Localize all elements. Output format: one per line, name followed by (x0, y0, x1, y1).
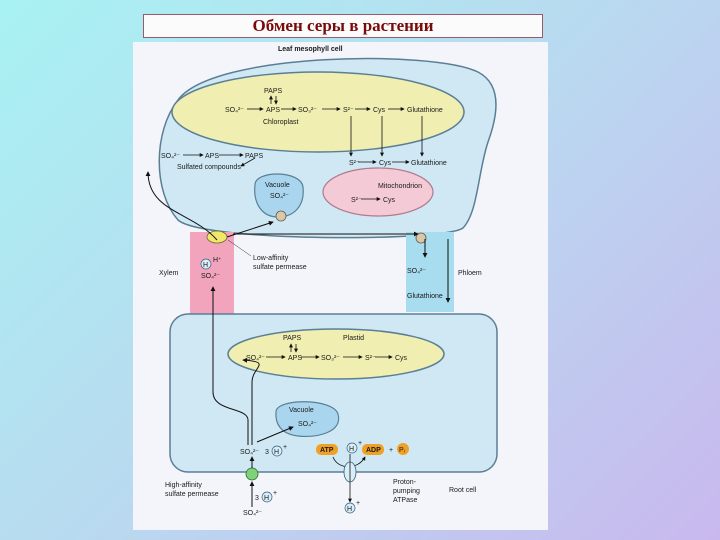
proton-pump-line2: pumping (393, 488, 420, 495)
outside-h-letter: H (347, 506, 352, 513)
adp-label: ADP (366, 447, 381, 454)
phloem-label: Phloem (458, 270, 482, 277)
xylem-label: Xylem (159, 270, 179, 277)
chloroplast-aps: APS (266, 107, 280, 114)
vacuole-transporter (275, 210, 287, 222)
atp-badge (316, 444, 338, 455)
root-vacuole-label: Vacuole (289, 407, 314, 414)
phloem-so4: SO₄²⁻ (407, 268, 426, 275)
cytosol-aps: APS (205, 153, 219, 160)
leaf-cell-label: Leaf mesophyll cell (278, 46, 343, 53)
chloroplast-so3: SO₃²⁻ (298, 107, 317, 114)
sulfur-metabolism-diagram: Leaf mesophyll cell PAPS SO₄²⁻ APS SO₃²⁻… (145, 46, 498, 517)
chloroplast-arrows (247, 95, 405, 111)
pi-label: Pᵢ (399, 447, 405, 454)
root-h-plus: + (283, 444, 287, 451)
figure-panel: Leaf mesophyll cell PAPS SO₄²⁻ APS SO₃²⁻… (133, 42, 548, 530)
adp-plus: + (389, 447, 393, 454)
xylem-tube (190, 232, 234, 314)
plastid (227, 328, 445, 380)
cytosol-arrows (183, 116, 424, 167)
high-affinity-h-ion (261, 491, 273, 503)
plastid-label: Plastid (343, 335, 364, 342)
chloroplast (171, 71, 465, 153)
high-affinity-line2: sulfate permease (165, 491, 219, 498)
cytosol-s2: S²⁻ (349, 160, 360, 167)
low-affinity-line1: Low-affinity (253, 255, 289, 262)
xylem-h-ion (200, 258, 212, 270)
leaf-vacuole (254, 173, 304, 218)
adp-badge (362, 444, 384, 455)
mitochondrion-cys: Cys (383, 197, 396, 204)
cytosol-cys: Cys (379, 160, 392, 167)
chloroplast-glutathione: Glutathione (407, 107, 443, 114)
plastid-so3: SO₃²⁻ (321, 355, 340, 362)
mitochondrion-s2: S²⁻ (351, 197, 362, 204)
slide-title: Обмен серы в растении (252, 16, 434, 35)
phloem-glutathione: Glutathione (407, 293, 443, 300)
plastid-aps: APS (288, 355, 302, 362)
atp-cycle-h-plus: + (358, 440, 362, 447)
high-affinity-h-count: 3 (255, 495, 259, 502)
proton-pump-line3: ATPase (393, 497, 417, 504)
xylem-h-letter: H (203, 262, 208, 269)
atp-cycle-h-ion (346, 442, 358, 454)
cytosol-sulfated: Sulfated compounds (177, 164, 241, 171)
title-box: Обмен серы в растении (143, 14, 543, 38)
proton-pump-line1: Proton- (393, 479, 417, 486)
root-cell-label: Root cell (449, 487, 477, 494)
cytosol-glutathione: Glutathione (411, 160, 447, 167)
root-h-letter: H (274, 449, 279, 456)
root-h-count: 3 (265, 449, 269, 456)
plastid-cys: Cys (395, 355, 408, 362)
atp-cycle-h-letter: H (349, 446, 354, 453)
outside-h-ion (344, 502, 356, 514)
chloroplast-s2: S²⁻ (343, 107, 354, 114)
cytosol-so4: SO₄²⁻ (161, 153, 180, 160)
plastid-so4: SO₄²⁻ (246, 355, 265, 362)
leaf-flow-arrows (145, 171, 451, 303)
low-affinity-pointer (227, 239, 252, 257)
root-so4: SO₄²⁻ (240, 449, 259, 456)
low-affinity-line2: sulfate permease (253, 264, 307, 271)
chloroplast-label: Chloroplast (263, 119, 298, 126)
leaf-vacuole-so4: SO₄²⁻ (270, 193, 289, 200)
root-flow-arrows (210, 286, 294, 507)
xylem-h-label: H⁺ (213, 257, 222, 264)
high-affinity-line1: High-affinity (165, 482, 202, 489)
mitochondrion-label: Mitochondrion (378, 183, 422, 190)
mitochondrion (322, 167, 434, 217)
high-affinity-permease (245, 467, 259, 481)
high-affinity-h-plus: + (273, 490, 277, 497)
xylem-so4: SO₄²⁻ (201, 273, 220, 280)
plastid-arrows (266, 343, 393, 359)
atp-label: ATP (320, 447, 334, 454)
root-vacuole-so4: SO₄²⁻ (298, 421, 317, 428)
outside-h-plus: + (356, 500, 360, 507)
high-affinity-h-letter: H (264, 495, 269, 502)
chloroplast-paps: PAPS (264, 88, 282, 95)
chloroplast-cys: Cys (373, 107, 386, 114)
leaf-vacuole-label: Vacuole (265, 182, 290, 189)
plastid-paps: PAPS (283, 335, 301, 342)
high-affinity-so4-outside: SO₄²⁻ (243, 510, 262, 517)
chloroplast-so4: SO₄²⁻ (225, 107, 244, 114)
pi-badge (397, 443, 409, 455)
plastid-s2: S²⁻ (365, 355, 376, 362)
cytosol-paps: PAPS (245, 153, 263, 160)
root-h-ion (271, 445, 283, 457)
